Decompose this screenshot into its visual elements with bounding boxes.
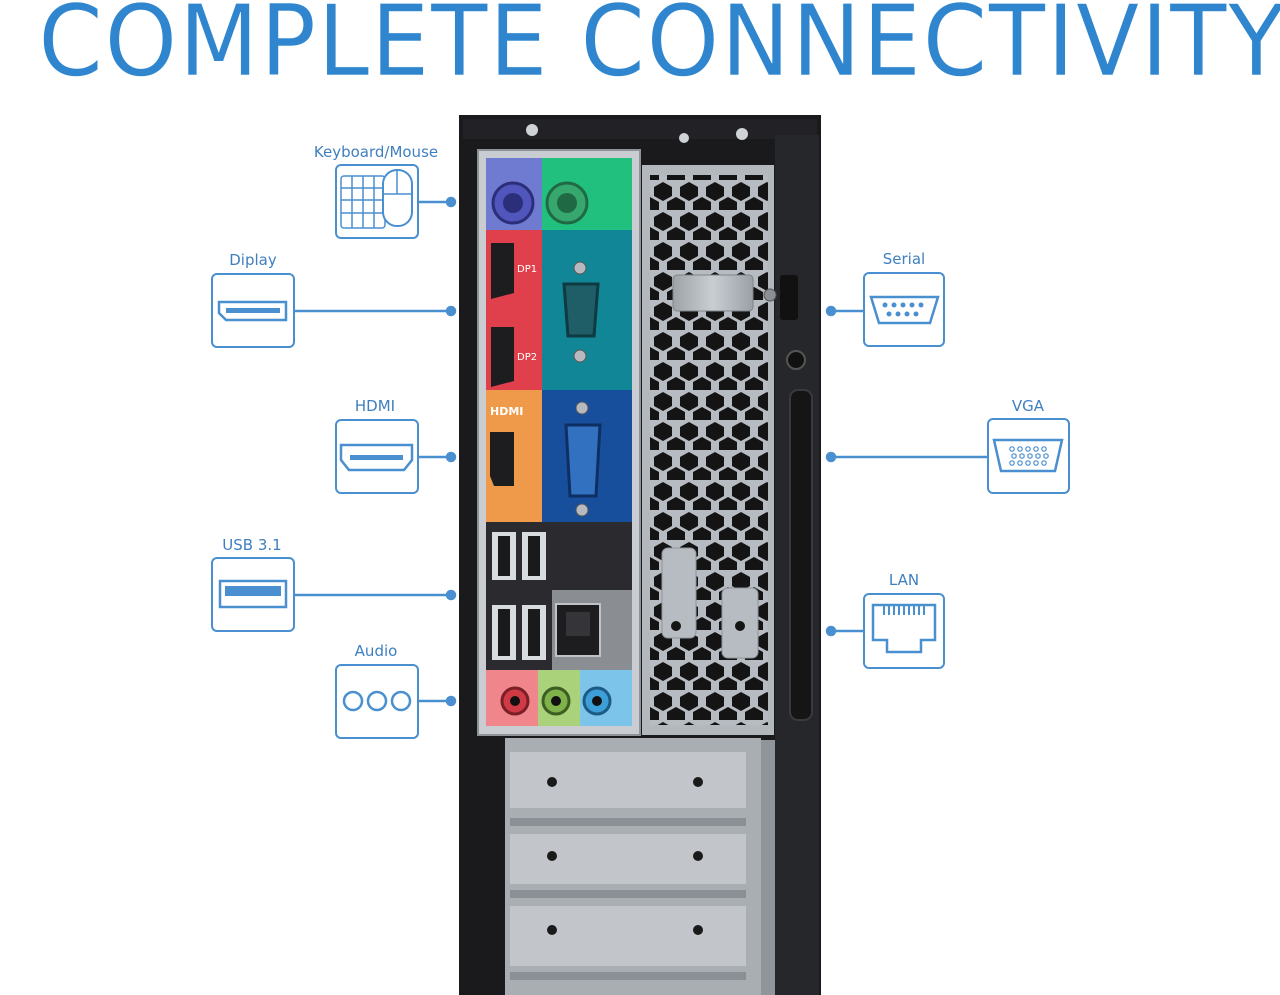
vga-label: VGA [1012, 397, 1045, 415]
callout-hdmi: HDMI [335, 397, 419, 494]
hdmi-port [490, 432, 514, 486]
vga-port [564, 401, 602, 517]
io-panel: DP1 DP2 HDMI [477, 149, 641, 736]
serial-port-icon [869, 295, 940, 325]
audio-label: Audio [355, 642, 398, 660]
audio-jacks-icon [342, 690, 412, 712]
keyboard-mouse-icon [340, 169, 413, 229]
callout-usb: USB 3.1 [211, 536, 295, 632]
callout-connectors [293, 196, 988, 707]
vga-port-icon [992, 438, 1064, 473]
displayport-2: DP2 [491, 327, 537, 387]
usb-ports [492, 532, 546, 660]
callout-vga: VGA [987, 397, 1070, 494]
dp1-label: DP1 [517, 264, 537, 275]
displayport-icon [217, 300, 288, 322]
keyboard-mouse-label: Keyboard/Mouse [314, 143, 438, 161]
usb-icon [218, 579, 288, 609]
serial-label: Serial [883, 250, 925, 268]
ps2-keyboard-port [491, 181, 535, 225]
page-title: COMPLETE CONNECTIVITY [38, 0, 1280, 99]
hdmi-icon [339, 443, 414, 472]
ps2-mouse-port [545, 181, 589, 225]
lan-port [555, 603, 601, 657]
serial-port [562, 261, 600, 363]
hdmi-label: HDMI [355, 397, 395, 415]
usb-label: USB 3.1 [222, 536, 281, 554]
displayport-1: DP1 [491, 243, 537, 299]
display-label: Diplay [229, 251, 277, 269]
callout-serial: Serial [863, 250, 945, 347]
callout-lan: LAN [863, 571, 945, 669]
lan-label: LAN [889, 571, 919, 589]
ethernet-port-icon [871, 603, 937, 654]
callout-display: Diplay [211, 251, 295, 348]
dp2-label: DP2 [517, 352, 537, 363]
hdmi-logo-text: HDMI [490, 405, 523, 418]
audio-jacks [500, 686, 612, 716]
callout-audio: Audio [335, 642, 419, 739]
callout-keyboard-mouse: Keyboard/Mouse [314, 143, 438, 239]
